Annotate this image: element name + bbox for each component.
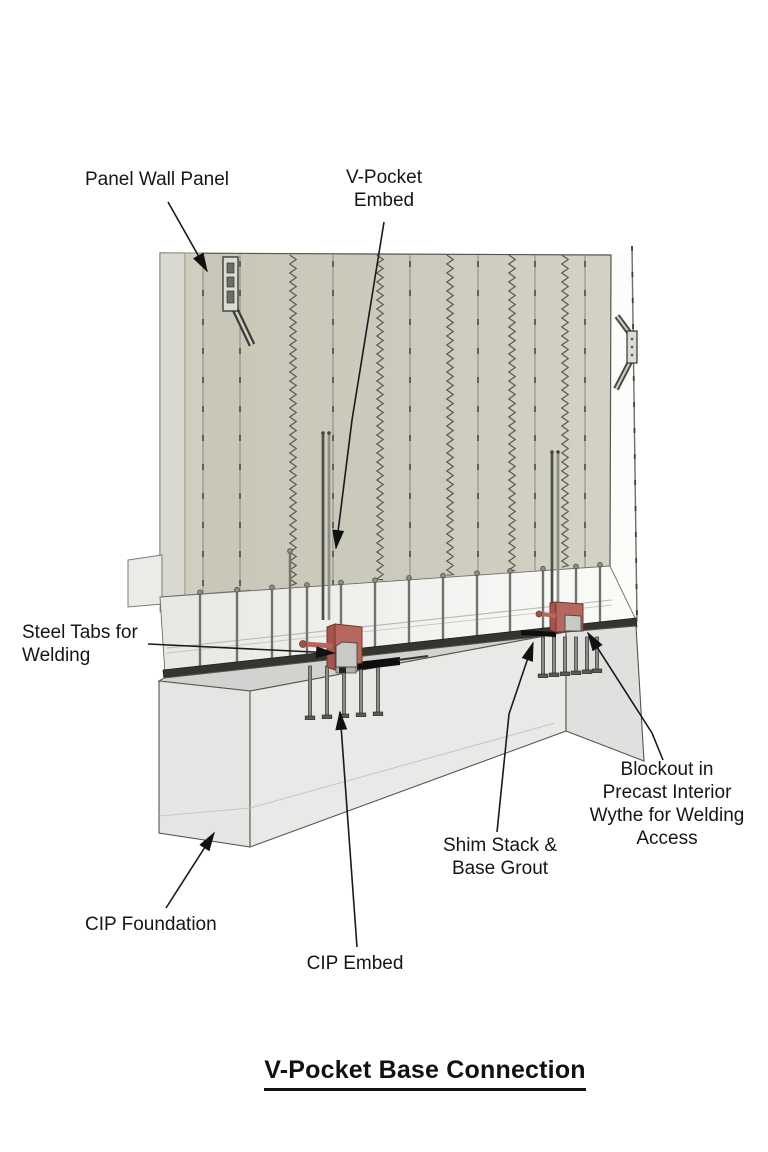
hardware-slot [226, 262, 235, 274]
wire-truss [375, 254, 385, 581]
interior-wythe-edge-dashes [631, 245, 638, 622]
exterior-wythe-corner [127, 554, 163, 608]
connector-bolt [630, 353, 634, 357]
foundation-left-face [158, 680, 251, 848]
v-pocket-bar-top [327, 431, 331, 435]
anchor-stud [307, 665, 312, 717]
callout-steel-tabs: Steel Tabs for Welding [22, 622, 138, 666]
v-pocket-bar-top [321, 431, 325, 435]
embed-anchor-rod [304, 641, 333, 649]
grout-line-extension [397, 655, 429, 661]
anchor-stud-head [559, 671, 571, 676]
hardware-slot [226, 290, 235, 304]
leader-steel-tabs [147, 643, 336, 659]
rebar-dowel-top [304, 582, 310, 588]
leader-cip-foundation [165, 831, 215, 909]
anchor-stud-head [570, 670, 582, 675]
wire-truss-lines [288, 254, 570, 587]
rebar-dowel-top [540, 565, 546, 572]
embed-anchor-rod-cap [299, 640, 307, 648]
panel-left-strip [159, 252, 186, 598]
v-pocket-embed-center [299, 623, 429, 674]
wire-truss [288, 254, 298, 587]
wire-truss [507, 254, 517, 572]
panel-edge-connector-right [613, 314, 638, 391]
rebar-dowel-top [197, 589, 203, 596]
v-pocket-vertical-bars [321, 431, 560, 620]
v-pocket-bar-top [556, 450, 560, 454]
anchor-stud [375, 665, 380, 713]
v-pocket-embed-right [521, 601, 584, 637]
rebar-dowel-top [474, 570, 480, 577]
anchor-stud-head [548, 672, 560, 677]
connector-bolt [630, 345, 634, 349]
anchor-stud [552, 636, 557, 674]
interior-wythe-band [159, 548, 638, 675]
panel-right-edge [610, 245, 638, 622]
drawing-title-wrap: V-Pocket Base Connection [225, 1056, 625, 1091]
wire-truss [445, 254, 455, 576]
anchor-stud-head [581, 669, 593, 674]
callout-panel-wall-panel: Panel Wall Panel [85, 169, 229, 190]
anchor-stud-head [321, 714, 333, 719]
anchor-stud [541, 636, 546, 675]
connector-strap-lower-highlight [615, 359, 632, 390]
base-grout-band [162, 617, 638, 680]
rebar-dowel-top [269, 584, 275, 591]
callout-shim-stack: Shim Stack & Base Grout [442, 835, 558, 879]
wire-truss [560, 254, 570, 568]
callout-v-pocket-embed: V-Pocket Embed [345, 167, 423, 211]
callout-cip-embed: CIP Embed [306, 953, 404, 974]
anchor-stud [595, 636, 600, 670]
rebar-dowel-top [234, 586, 240, 593]
band-shelf-line [166, 599, 613, 649]
rebar-dowel-top [406, 575, 412, 581]
anchor-stud [585, 636, 590, 671]
rebar-dowel-top [440, 572, 446, 579]
callout-cip-foundation: CIP Foundation [85, 914, 217, 935]
leader-panel-wall-panel [167, 201, 208, 273]
embed-anchor-rod [540, 612, 557, 618]
rebar-dowel-top [287, 548, 293, 554]
leader-shim-stack [496, 641, 534, 833]
anchor-stud [574, 636, 579, 672]
callout-blockout: Blockout in Precast Interior Wythe for W… [589, 759, 745, 849]
anchor-stud [358, 665, 363, 714]
wythe-rebar-dowels [197, 548, 603, 669]
anchor-stud [324, 665, 329, 716]
rebar-dowel-top [507, 568, 513, 574]
rebar-dowel-top [338, 579, 344, 586]
embed-base-shadow [339, 664, 346, 673]
connector-bolt [630, 337, 634, 341]
embed-pocket [335, 641, 358, 668]
foundation-chamfer-line [158, 722, 556, 817]
hardware-strap-highlight [232, 306, 254, 346]
v-pocket-bar-top [550, 450, 554, 454]
cip-embed-anchor-studs [304, 636, 603, 720]
wythe-band-face [159, 565, 638, 675]
drawing-title: V-Pocket Base Connection [264, 1056, 586, 1091]
embed-pocket [564, 614, 582, 632]
leader-cip-embed [335, 710, 358, 948]
anchor-stud-head [537, 673, 549, 678]
leader-v-pocket-embed [332, 221, 385, 550]
embed-anchor-rod-cap [535, 610, 543, 618]
anchor-stud-head [304, 715, 316, 720]
anchor-stud-head [591, 668, 603, 673]
rebar-dowel-top [597, 561, 603, 568]
rebar-dowel-top [372, 577, 378, 584]
rebar-dowel-top [573, 563, 579, 570]
leader-blockout [587, 631, 664, 761]
anchor-stud-head [355, 712, 367, 717]
anchor-stud [563, 636, 568, 673]
panel-left-inner-strip [184, 252, 204, 596]
shim-stack-bar-right [521, 630, 556, 637]
shim-stack-bar-center [357, 657, 400, 670]
anchor-stud-head [372, 711, 384, 716]
callout-leaders [147, 201, 664, 948]
panel-lifting-hardware-left [222, 256, 256, 347]
hardware-slot [226, 276, 235, 288]
